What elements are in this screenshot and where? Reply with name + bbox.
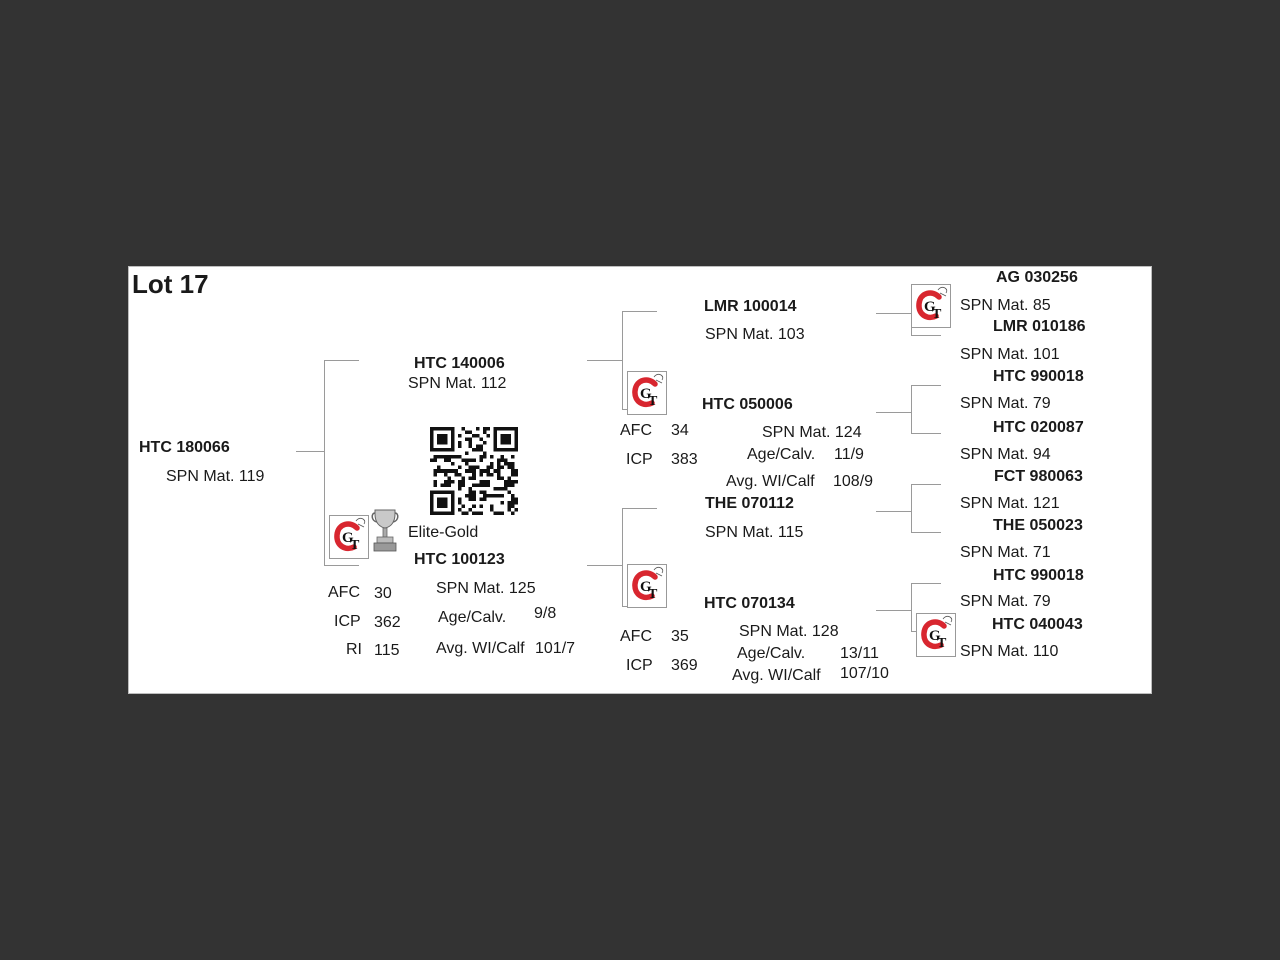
gt-logo-icon	[627, 371, 667, 415]
dam-icp-label: ICP	[334, 613, 361, 630]
gg-5-id: FCT 980063	[994, 468, 1083, 485]
sd-icp-label: ICP	[626, 451, 653, 468]
dd-id: HTC 070134	[704, 595, 795, 612]
gg-4-id: HTC 020087	[993, 419, 1084, 436]
gg-6-spn: SPN Mat. 71	[960, 544, 1051, 561]
dd-icp-value: 369	[671, 657, 698, 674]
connector	[911, 385, 912, 434]
connector	[911, 385, 941, 386]
sd-spn: SPN Mat. 124	[762, 424, 862, 441]
connector	[911, 583, 912, 632]
dam-age-value: 9/8	[534, 605, 557, 622]
connector	[324, 565, 359, 566]
connector	[622, 311, 623, 410]
connector	[324, 360, 325, 566]
dam-ri-label: RI	[346, 641, 362, 658]
sd-age-value: 11/9	[834, 446, 864, 463]
sd-afc-value: 34	[671, 422, 689, 439]
subject-id: HTC 180066	[139, 439, 230, 456]
dd-spn: SPN Mat. 128	[739, 623, 839, 640]
ss-id: LMR 100014	[704, 298, 797, 315]
connector	[876, 511, 911, 512]
sd-id: HTC 050006	[702, 396, 793, 413]
ds-spn: SPN Mat. 115	[705, 524, 804, 541]
dd-age-label: Age/Calv.	[737, 645, 806, 662]
dd-icp-label: ICP	[626, 657, 653, 674]
sd-wi-value: 108/9	[833, 473, 874, 490]
qr-code	[430, 427, 518, 515]
connector	[622, 508, 657, 509]
sire-spn: SPN Mat. 112	[408, 375, 507, 392]
gt-logo-icon	[329, 515, 369, 559]
lot-title: Lot 17	[132, 269, 209, 299]
dd-wi-value: 107/10	[840, 665, 889, 682]
connector	[876, 313, 911, 314]
dam-spn: SPN Mat. 125	[436, 580, 536, 597]
gg-2-spn: SPN Mat. 101	[960, 346, 1060, 363]
dam-wi-value: 101/7	[535, 640, 576, 657]
connector	[911, 484, 941, 485]
dam-ri-value: 115	[374, 642, 400, 659]
connector	[876, 610, 911, 611]
dam-icp-value: 362	[374, 614, 401, 631]
sd-afc-label: AFC	[620, 422, 652, 439]
gg-8-spn: SPN Mat. 110	[960, 643, 1059, 660]
connector	[911, 433, 941, 434]
connector	[622, 508, 623, 607]
dd-afc-label: AFC	[620, 628, 652, 645]
dam-wi-label: Avg. WI/Calf	[436, 640, 525, 657]
ss-spn: SPN Mat. 103	[705, 326, 805, 343]
sd-icp-value: 383	[671, 451, 698, 468]
connector	[876, 412, 911, 413]
gg-2-id: LMR 010186	[993, 318, 1086, 335]
connector	[587, 360, 622, 361]
connector	[911, 484, 912, 533]
gt-logo-icon	[627, 564, 667, 608]
pedigree-card: Lot 17 HTC 180066 SPN Mat. 119 HTC 14000…	[128, 266, 1152, 694]
dd-afc-value: 35	[671, 628, 689, 645]
dam-afc-value: 30	[374, 585, 392, 602]
gg-5-spn: SPN Mat. 121	[960, 495, 1060, 512]
connector	[911, 532, 941, 533]
gg-3-spn: SPN Mat. 79	[960, 395, 1051, 412]
dd-age-value: 13/11	[840, 645, 879, 662]
gg-8-id: HTC 040043	[992, 616, 1083, 633]
dam-id: HTC 100123	[414, 551, 505, 568]
connector	[911, 583, 941, 584]
connector	[911, 335, 941, 336]
connector	[324, 360, 359, 361]
trophy-icon	[371, 509, 399, 552]
gg-3-id: HTC 990018	[993, 368, 1084, 385]
gg-7-spn: SPN Mat. 79	[960, 593, 1051, 610]
gg-7-id: HTC 990018	[993, 567, 1084, 584]
ds-id: THE 070112	[705, 495, 794, 512]
connector	[587, 565, 622, 566]
gg-4-spn: SPN Mat. 94	[960, 446, 1051, 463]
sd-age-label: Age/Calv.	[747, 446, 816, 463]
gt-logo-icon	[916, 613, 956, 657]
gt-logo-icon	[911, 284, 951, 328]
connector	[296, 451, 324, 452]
dd-wi-label: Avg. WI/Calf	[732, 667, 821, 684]
sd-wi-label: Avg. WI/Calf	[726, 473, 815, 490]
gg-6-id: THE 050023	[993, 517, 1083, 534]
subject-spn: SPN Mat. 119	[166, 468, 265, 485]
award-label: Elite-Gold	[408, 524, 479, 541]
gg-1-id: AG 030256	[996, 269, 1078, 286]
gg-1-spn: SPN Mat. 85	[960, 297, 1051, 314]
connector	[622, 311, 657, 312]
dam-afc-label: AFC	[328, 584, 360, 601]
sire-id: HTC 140006	[414, 355, 505, 372]
dam-age-label: Age/Calv.	[438, 609, 507, 626]
